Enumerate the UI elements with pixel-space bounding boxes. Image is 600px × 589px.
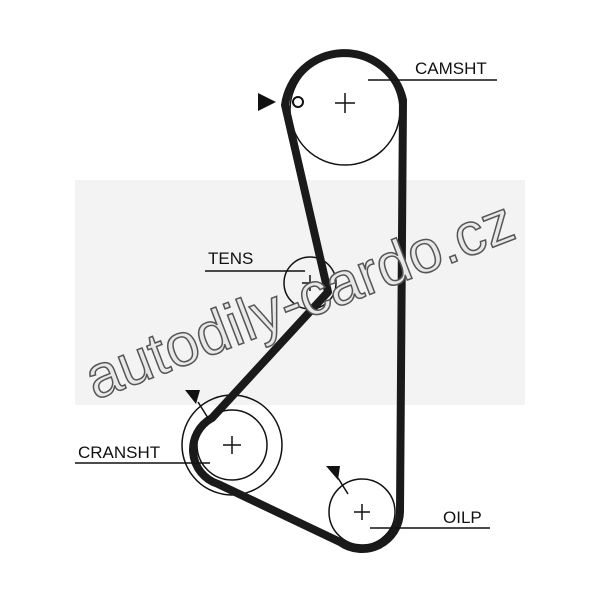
crankshaft-label: CRANSHT [78, 443, 160, 462]
crankshaft-arrow-icon [185, 390, 200, 404]
background-panel [75, 180, 525, 405]
camshaft-mark-icon [292, 96, 304, 108]
leader-lines [75, 79, 497, 529]
timing-marks [185, 93, 349, 495]
oil-pump-label: OILP [443, 508, 482, 527]
tensioner-label: TENS [208, 249, 253, 268]
oil-pump-arrow-icon [326, 466, 340, 480]
oil-pump-pulley [328, 478, 396, 546]
timing-belt [189, 49, 407, 554]
camshaft-arrow-icon [258, 93, 276, 111]
camshaft-label: CAMSHT [415, 59, 487, 78]
center-marks [223, 93, 370, 520]
